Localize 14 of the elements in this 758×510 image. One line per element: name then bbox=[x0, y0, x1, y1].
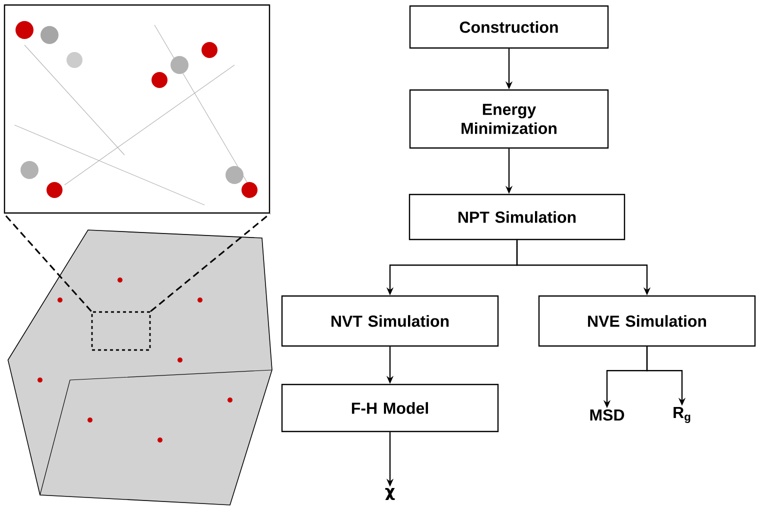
result-label: χ bbox=[385, 488, 395, 500]
process-box: Energy Minimization bbox=[409, 89, 609, 149]
process-box: F-H Model bbox=[281, 384, 499, 432]
zoom-line bbox=[150, 212, 271, 312]
result-label: R$_{g}$ bbox=[674, 407, 690, 423]
zoom-frame bbox=[91, 311, 151, 351]
process-box: NVE Simulation bbox=[538, 295, 756, 347]
picture bbox=[8, 230, 272, 506]
picture bbox=[4, 4, 270, 214]
process-box: Construction bbox=[409, 5, 609, 49]
zoom-line bbox=[3, 213, 92, 312]
result-label: MSD bbox=[590, 409, 624, 421]
process-box: NVT Simulation bbox=[281, 295, 499, 347]
process-box: NPT Simulation bbox=[408, 194, 626, 240]
